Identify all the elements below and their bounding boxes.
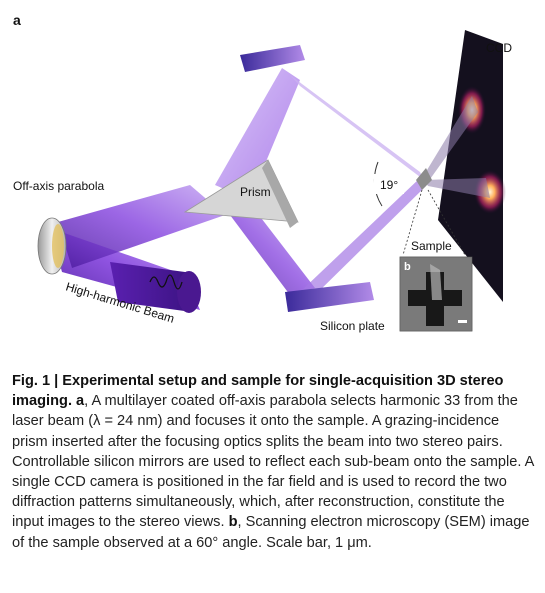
parabola-label: Off-axis parabola xyxy=(13,179,104,193)
sample-label: Sample xyxy=(411,239,452,253)
scale-bar xyxy=(458,320,467,323)
prism-side xyxy=(262,160,298,228)
parabola-coating xyxy=(52,224,64,268)
lower-reflected-beam xyxy=(300,178,426,298)
caption-a-label: a xyxy=(72,393,85,410)
zoom-line-right xyxy=(427,189,466,256)
focused-beam xyxy=(58,185,225,268)
silicon-plate-label: Silicon plate xyxy=(320,319,385,333)
panel-label-a: a xyxy=(13,12,21,28)
upper-reflected-beam xyxy=(290,75,424,180)
figure-caption: Fig. 1 | Experimental setup and sample f… xyxy=(12,371,536,553)
figure-panel-a: a CCD Silicon plate Prism Off-axis parab… xyxy=(13,12,512,333)
lower-silicon-plate xyxy=(285,282,374,312)
diffracted-beam-upper xyxy=(424,96,478,182)
caption-a-text: , A multilayer coated off-axis parabola … xyxy=(12,393,534,531)
prism-label: Prism xyxy=(240,185,271,199)
zoom-line-left xyxy=(402,189,423,256)
ccd-label: CCD xyxy=(486,41,512,55)
caption-fig-label: Fig. 1 | xyxy=(12,373,59,389)
angle-label: 19° xyxy=(380,178,398,192)
ccd-detector xyxy=(438,30,503,302)
lower-split-beam xyxy=(230,210,315,295)
sem-inset-b: b xyxy=(399,256,473,332)
source-aperture xyxy=(177,271,201,313)
caption-title: Experimental setup and sample for single… xyxy=(12,373,504,410)
caption-b-text: , Scanning electron microscopy (SEM) ima… xyxy=(12,514,530,551)
sample xyxy=(416,168,432,190)
high-harmonic-source xyxy=(110,262,198,312)
wave-icon xyxy=(149,274,183,290)
diffracted-beam-lower xyxy=(424,178,490,198)
caption-b-label: b xyxy=(224,514,238,531)
upper-silicon-mirror xyxy=(240,45,305,72)
upper-split-beam xyxy=(215,68,300,200)
panel-label-b: b xyxy=(404,261,411,273)
